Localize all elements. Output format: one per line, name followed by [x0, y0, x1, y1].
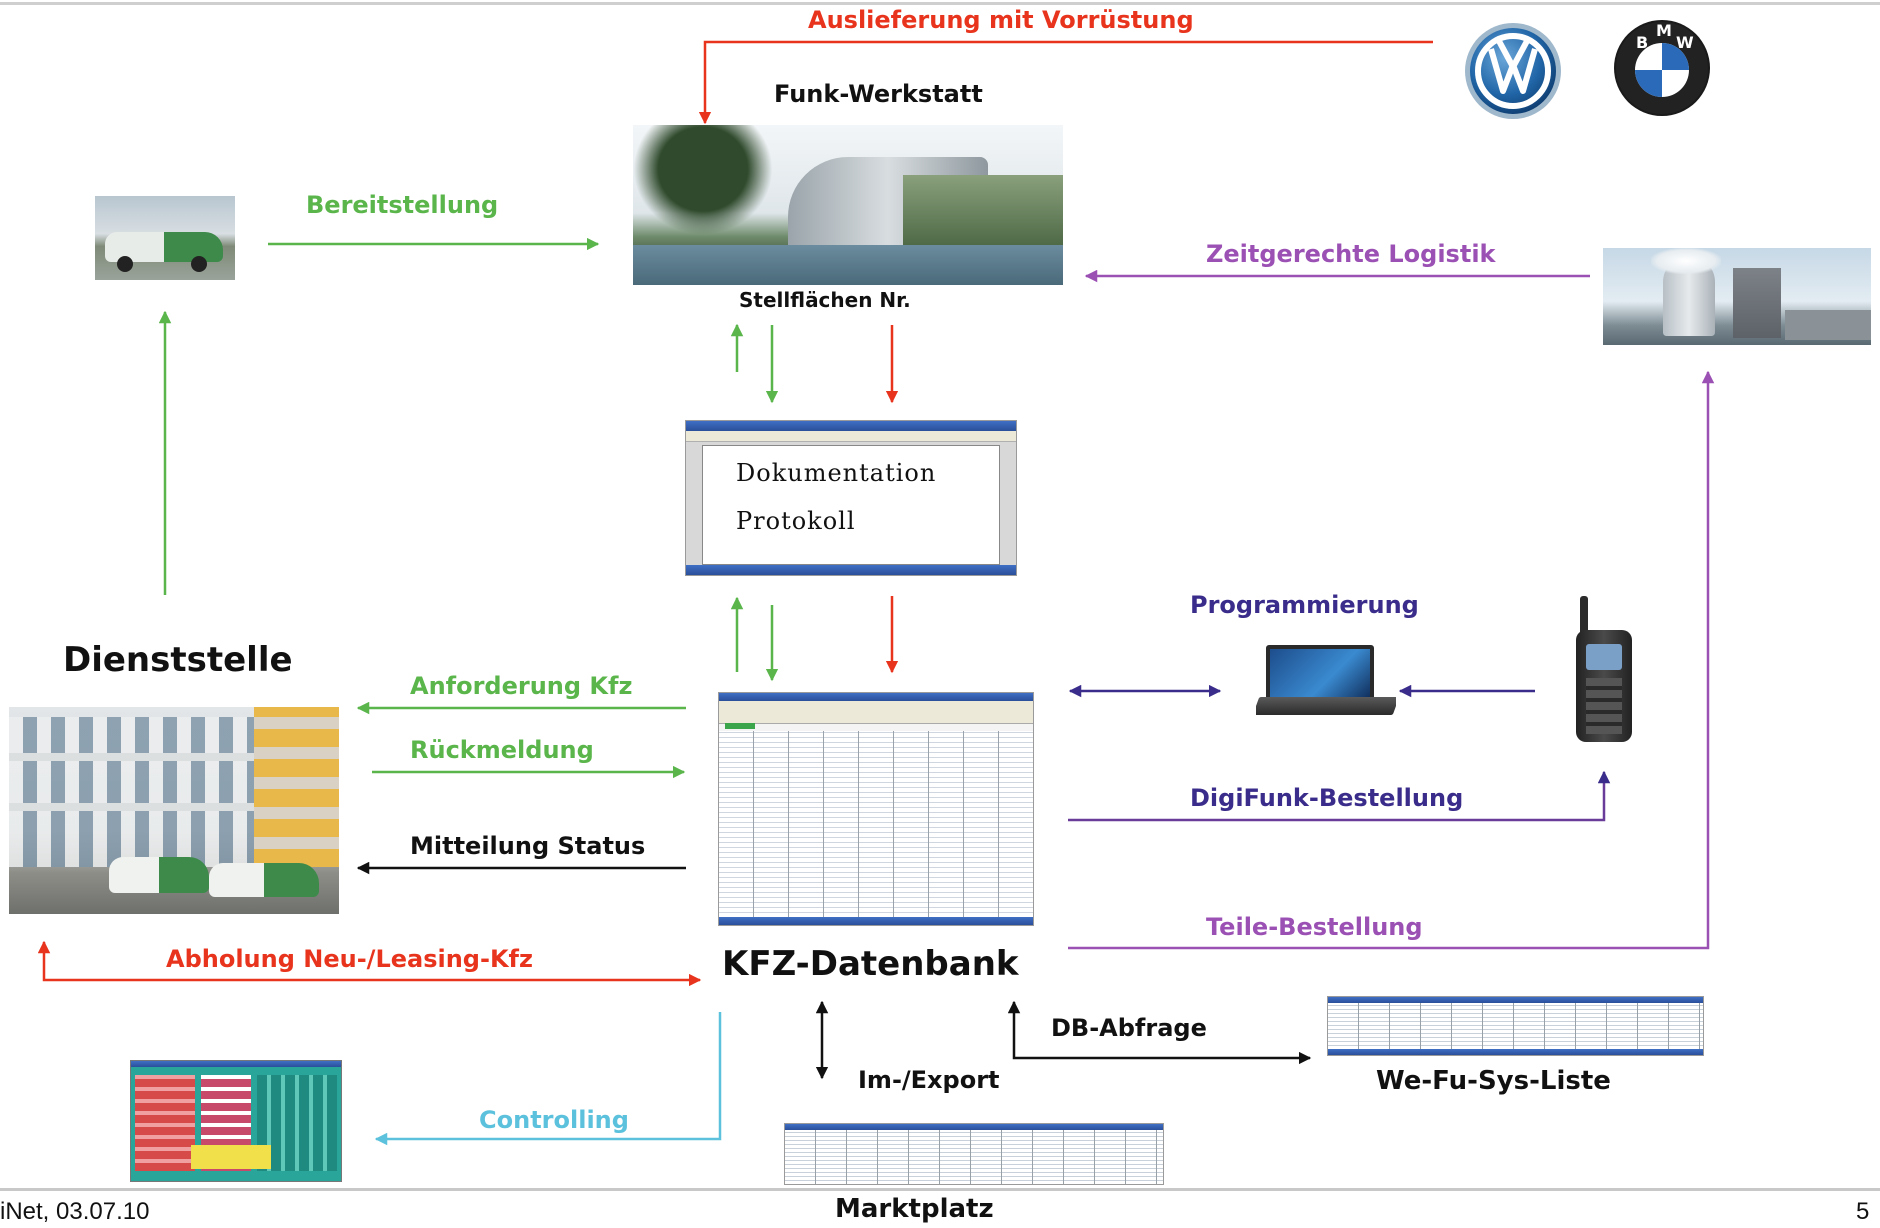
dokumentation-window: Dokumentation Protokoll	[685, 420, 1017, 576]
label-teile-bestellung: Teile-Bestellung	[1206, 913, 1423, 941]
protokoll-text: Protokoll	[736, 507, 856, 535]
label-db-abfrage: DB-Abfrage	[1051, 1014, 1207, 1042]
label-funk-werkstatt: Funk-Werkstatt	[774, 80, 983, 108]
kfz-datenbank-spreadsheet	[718, 692, 1034, 926]
bmw-letter-b: B	[1636, 33, 1648, 52]
vw-logo	[1463, 21, 1563, 121]
label-kfz-datenbank: KFZ-Datenbank	[722, 944, 1019, 984]
label-rueckmeldung: Rückmeldung	[410, 736, 594, 764]
label-anforderung-kfz: Anforderung Kfz	[410, 672, 633, 700]
dienststelle-photo	[9, 707, 339, 914]
label-controlling: Controlling	[479, 1106, 629, 1134]
arrow-controlling	[374, 1012, 722, 1146]
power-plant-photo	[1603, 248, 1871, 345]
we-fu-sys-spreadsheet	[1327, 996, 1704, 1056]
bmw-letter-m: M	[1656, 21, 1672, 40]
label-marktplatz: Marktplatz	[835, 1194, 994, 1224]
arrow-digifunk	[1068, 770, 1611, 822]
funk-werkstatt-photo	[633, 125, 1063, 285]
laptop-image	[1256, 645, 1396, 725]
controlling-dashboard	[130, 1060, 342, 1182]
arrow-teile	[1068, 370, 1715, 950]
label-zeitgerechte-logistik: Zeitgerechte Logistik	[1206, 240, 1496, 268]
arrow-db-abfrage	[1007, 1000, 1312, 1065]
label-we-fu-sys-liste: We-Fu-Sys-Liste	[1376, 1066, 1611, 1096]
label-stellflaechen: Stellflächen Nr.	[739, 288, 911, 312]
label-programmierung: Programmierung	[1190, 591, 1419, 619]
arrow-auslieferung	[698, 40, 1433, 125]
footer-page-number: 5	[1856, 1198, 1870, 1225]
label-dienststelle: Dienststelle	[63, 640, 293, 680]
footer-rule	[0, 1188, 1880, 1191]
label-bereitstellung: Bereitstellung	[306, 191, 499, 219]
label-im-export: Im-/Export	[858, 1066, 1000, 1094]
arrow-abholung	[37, 940, 702, 987]
dokumentation-text: Dokumentation	[736, 459, 937, 487]
label-digifunk-bestellung: DigiFunk-Bestellung	[1190, 784, 1464, 812]
label-mitteilung-status: Mitteilung Status	[410, 832, 646, 860]
police-car-photo	[95, 196, 235, 280]
label-abholung: Abholung Neu-/Leasing-Kfz	[166, 945, 533, 973]
radio-handset-image	[1568, 596, 1640, 748]
top-border	[0, 2, 1880, 5]
bmw-letter-w: W	[1676, 33, 1694, 52]
label-auslieferung: Auslieferung mit Vorrüstung	[808, 6, 1194, 34]
marktplatz-spreadsheet	[784, 1123, 1164, 1185]
bmw-logo: B M W	[1606, 18, 1718, 118]
footer-left: iNet, 03.07.10	[0, 1198, 150, 1225]
